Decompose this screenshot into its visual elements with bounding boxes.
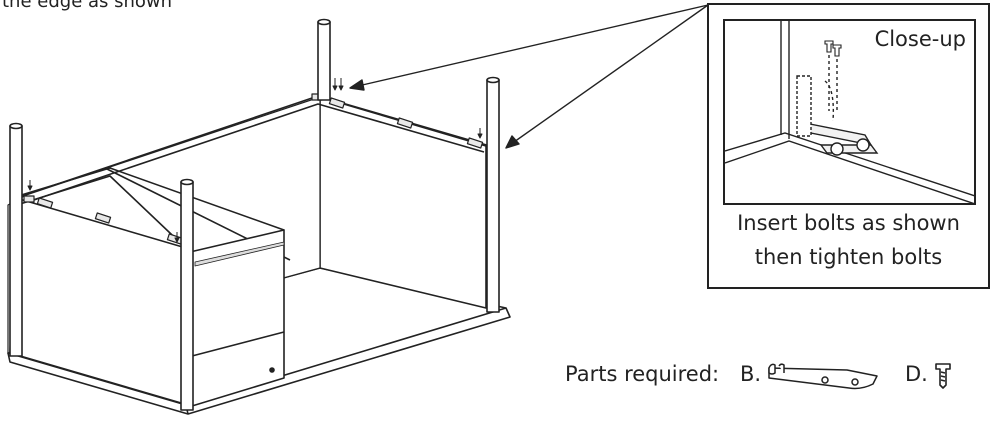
leg-front-left (9, 122, 23, 357)
part-b-label: B. (740, 362, 762, 386)
closeup-inset: Close-up Insert bolts as shown then tigh… (707, 3, 990, 289)
closeup-image: Close-up (723, 19, 976, 205)
leg-back-left (317, 18, 331, 101)
part-d-label: D. (905, 362, 928, 386)
caption-top: the edge as shown (2, 0, 173, 12)
bolt-icon (935, 363, 951, 389)
callout-arrows (349, 4, 709, 149)
instruction-line-1: Insert bolts as shown (737, 211, 960, 235)
leg-back-right (486, 76, 500, 313)
parts-required-label: Parts required: (565, 362, 720, 386)
bracket-icon (768, 363, 878, 390)
leg-front-right (180, 178, 194, 411)
instruction-line-2: then tighten bolts (754, 245, 943, 269)
closeup-title: Close-up (874, 27, 966, 51)
bolt-icon (824, 40, 842, 57)
closeup-drawing (725, 21, 974, 203)
